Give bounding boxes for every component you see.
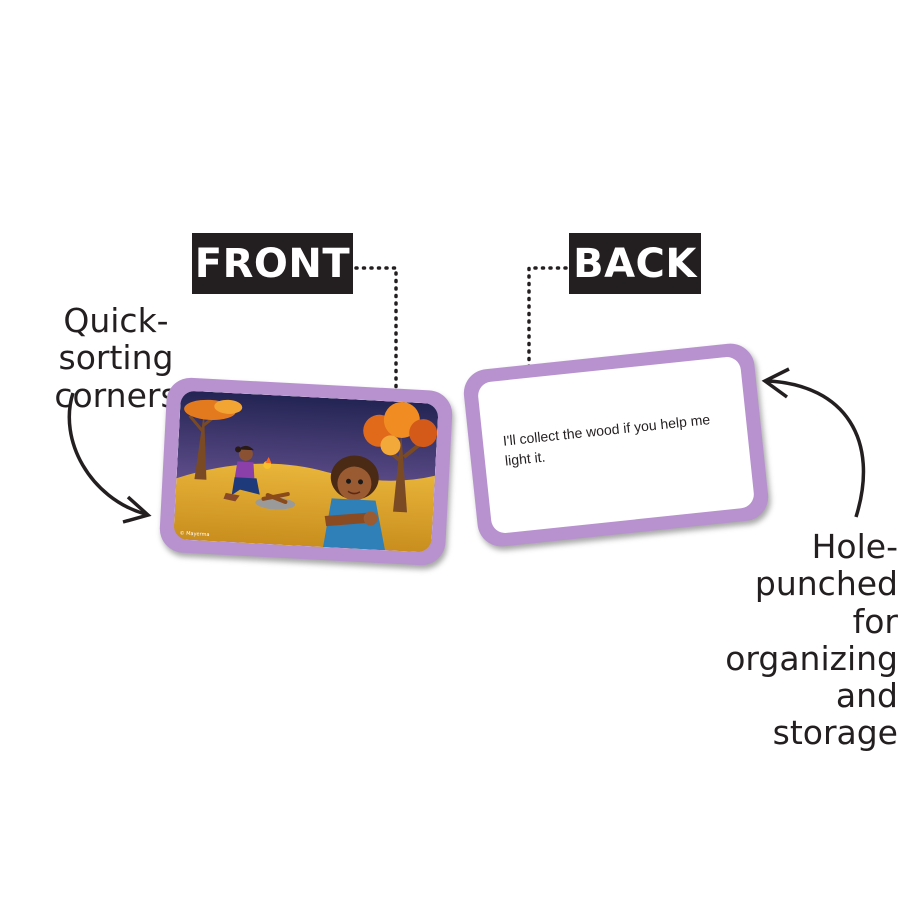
- back-card-face: I'll collect the wood if you help me lig…: [476, 355, 756, 535]
- back-leader-line: [527, 266, 568, 379]
- quick-sort-arrow: [67, 392, 146, 516]
- hole-punched-callout: Hole- punched for organizing and storage: [708, 528, 898, 752]
- back-card-sentence: I'll collect the wood if you help me lig…: [502, 411, 711, 469]
- callout-line: and storage: [772, 676, 898, 753]
- quick-sorting-callout: Quick-sorting corners: [6, 302, 226, 414]
- back-label: BACK: [569, 233, 701, 294]
- front-card: © Mayerma: [158, 376, 454, 567]
- front-card-illustration: © Mayerma: [173, 390, 439, 553]
- front-leader-line: [354, 266, 398, 400]
- front-label: FRONT: [192, 233, 353, 294]
- callout-line: corners: [54, 375, 178, 415]
- callout-line: organizing: [725, 638, 898, 678]
- callout-line: Hole-: [811, 527, 898, 566]
- quick-sort-arrowhead: [122, 495, 152, 524]
- hole-punch-arrow: [767, 379, 866, 518]
- back-card: I'll collect the wood if you help me lig…: [461, 341, 771, 549]
- campfire-scene-image: [173, 390, 439, 553]
- callout-line: punched for: [754, 564, 898, 641]
- hole-punch-arrowhead: [761, 367, 790, 399]
- callout-line: Quick-sorting: [58, 301, 174, 378]
